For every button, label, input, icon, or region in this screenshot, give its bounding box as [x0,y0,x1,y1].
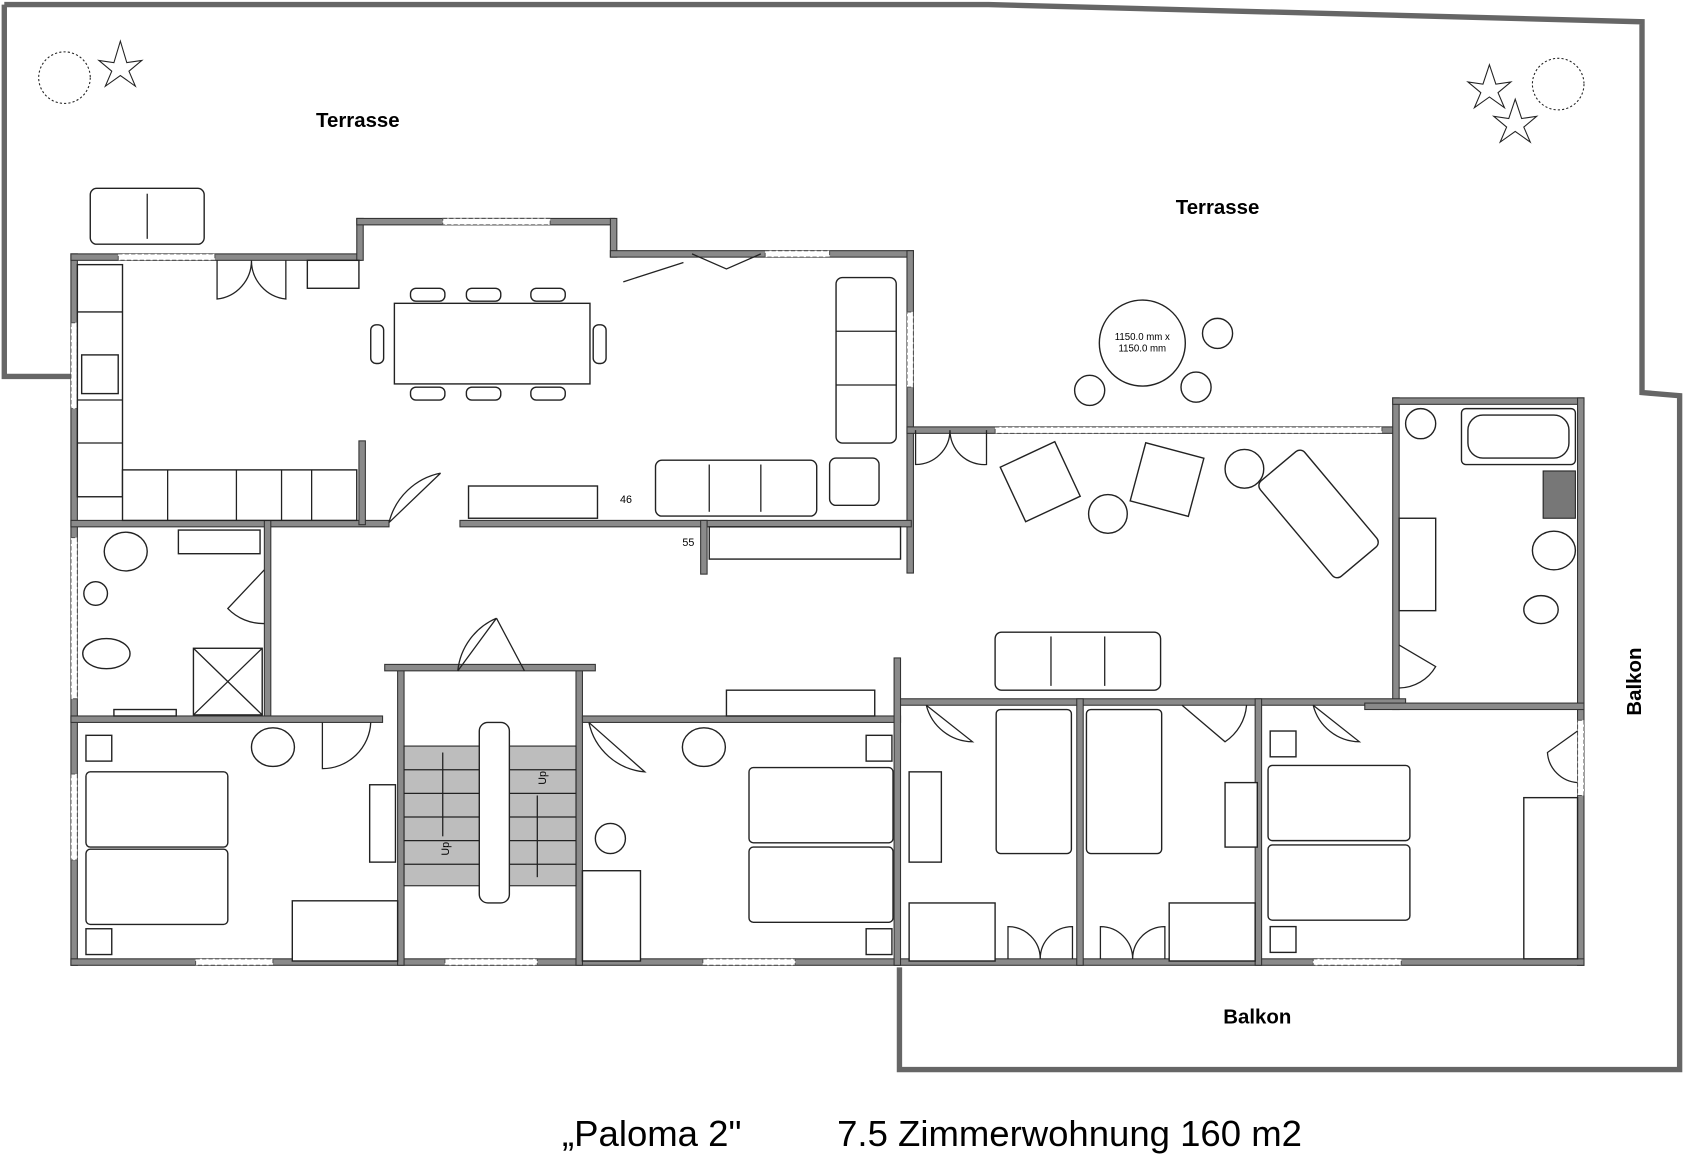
round-table-dim-2: 1150.0 mm [1119,344,1167,355]
stairs-up-right: Up [537,771,549,785]
terrace-outline-west [1,4,72,380]
kitchen [76,259,360,522]
doors [216,253,1578,959]
round-table-dim-1: 1150.0 mm x [1115,332,1170,343]
dimension-55: 55 [682,537,694,549]
room-label-balcony-south: Balkon [1223,1006,1291,1028]
room-label-balcony-east: Balkon [1624,648,1646,716]
dimension-46: 46 [620,494,632,506]
stairs-up-left: Up [440,842,452,856]
dining-table [370,287,607,401]
room-label-terrace-east: Terrasse [1176,197,1260,219]
room-label-terrace-west: Terrasse [316,110,400,132]
living-furniture [999,299,1265,534]
plant-icons [38,39,1585,144]
plan-description: 7.5 Zimmerwohnung 160 m2 [837,1113,1302,1154]
windows [70,217,1585,966]
plan-name: „Paloma 2" [562,1113,741,1154]
bathrooms [82,407,1577,717]
terrace-outline [4,1,1683,1073]
staircase [403,721,577,904]
sofas [89,187,1379,717]
bedrooms [85,708,1579,962]
